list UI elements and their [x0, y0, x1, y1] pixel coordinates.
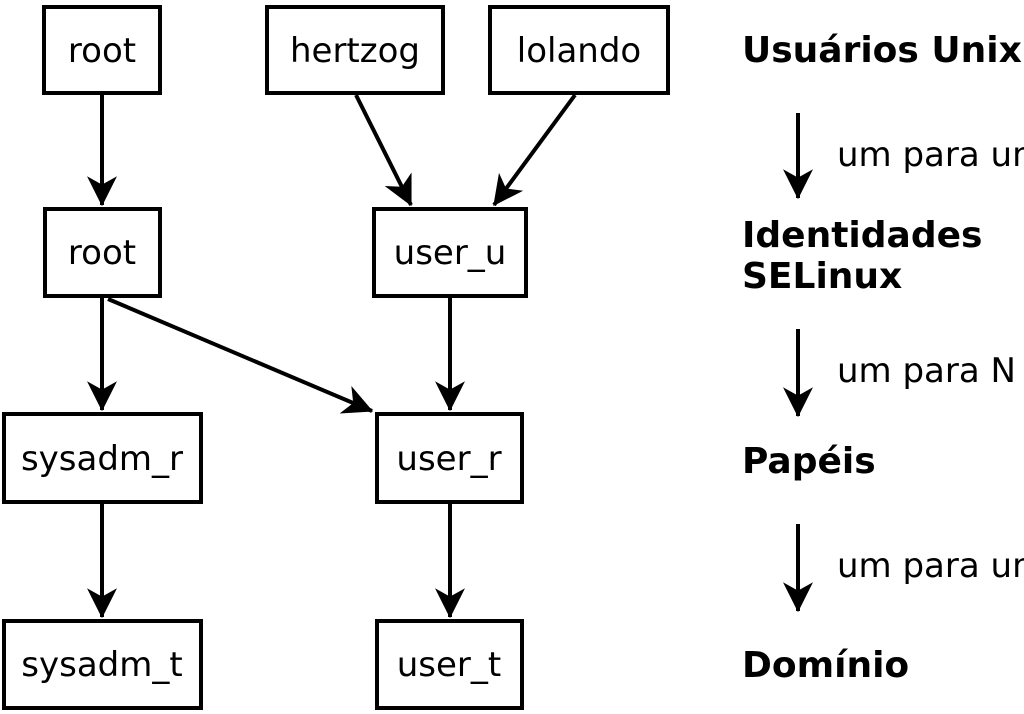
node-user-t-label: user_t: [397, 645, 502, 685]
node-user-t: user_t: [375, 619, 524, 710]
legend-selinux-identities-line2: SELinux: [742, 256, 902, 297]
node-sysadm-t-label: sysadm_t: [21, 645, 182, 685]
node-hertzog-box: [265, 5, 445, 95]
node-lolando: lolando: [488, 5, 670, 95]
arrow-lolando-to-user-u: [492, 93, 577, 207]
node-lolando-box: [488, 5, 670, 95]
legend-selinux-identities-line1: Identidades: [742, 215, 982, 256]
node-user-u: user_u: [372, 207, 528, 298]
node-sysadm-t: sysadm_t: [2, 619, 203, 710]
node-user-r-box: [375, 412, 524, 504]
node-user-u-box: [372, 207, 528, 298]
legend-one-to-one-1: um para um: [837, 135, 1024, 175]
arrow-root-to-user-r: [107, 297, 374, 414]
node-root-unix: root: [42, 5, 162, 95]
node-user-t-box: [375, 619, 524, 710]
legend-unix-users: Usuários Unix: [742, 30, 1022, 71]
node-root-unix-box: [42, 5, 162, 95]
node-user-r-label: user_r: [396, 439, 501, 479]
node-hertzog: hertzog: [265, 5, 445, 95]
node-sysadm-r: sysadm_r: [2, 412, 203, 504]
legend-roles: Papéis: [742, 441, 876, 482]
node-user-u-label: user_u: [394, 233, 507, 273]
node-user-r: user_r: [375, 412, 524, 504]
legend-domain: Domínio: [742, 645, 909, 686]
legend-one-to-n: um para N: [837, 351, 1016, 391]
node-root-unix-label: root: [68, 31, 136, 71]
legend-one-to-one-2: um para um: [837, 546, 1024, 586]
node-sysadm-r-label: sysadm_r: [21, 439, 183, 479]
node-sysadm-t-box: [2, 619, 203, 710]
node-hertzog-label: hertzog: [290, 31, 420, 71]
node-sysadm-r-box: [2, 412, 203, 504]
node-lolando-label: lolando: [517, 31, 641, 71]
node-root-identity: root: [43, 207, 162, 298]
node-root-identity-label: root: [68, 233, 136, 273]
node-root-identity-box: [43, 207, 162, 298]
arrow-hertzog-to-user-u: [354, 94, 413, 207]
